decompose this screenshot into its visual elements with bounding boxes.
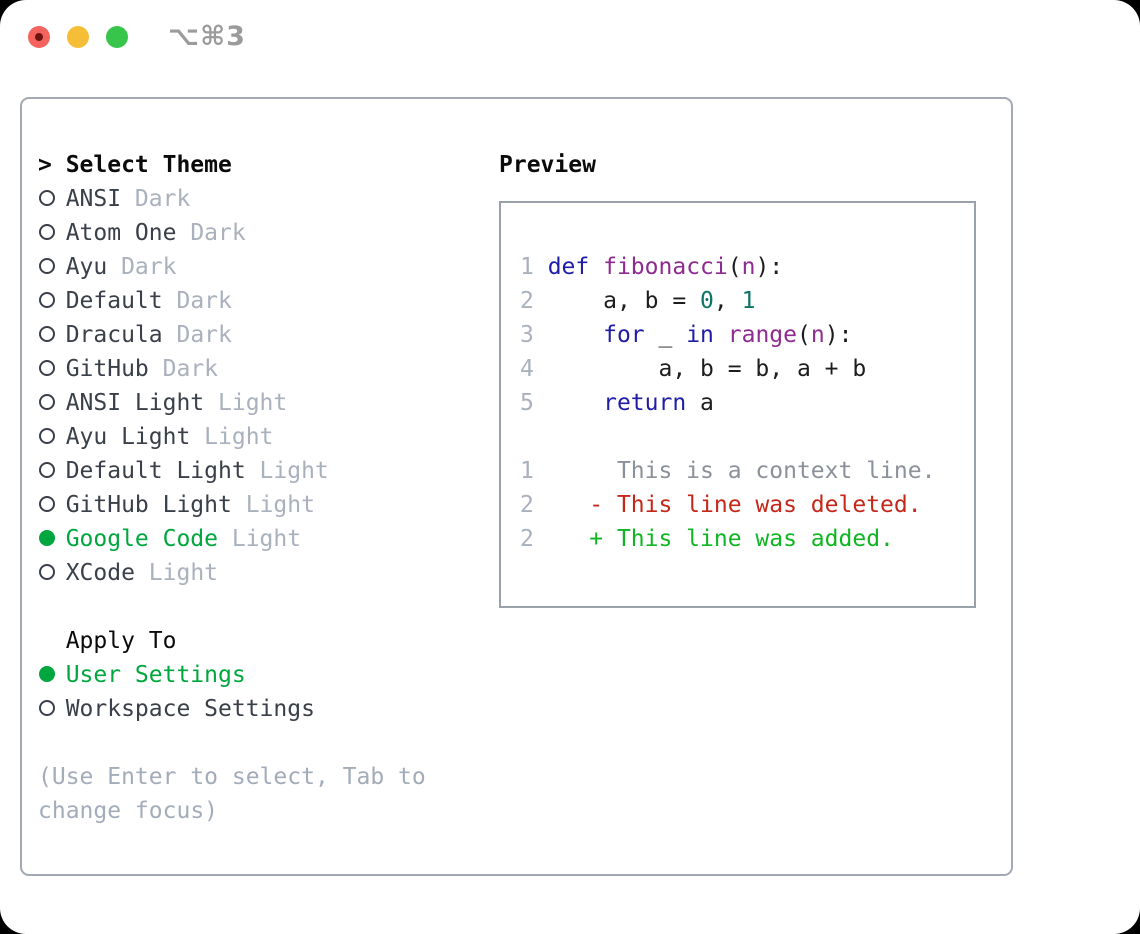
code-line: 3 for _ in range(n): [520,322,853,348]
radio-unselected-icon [38,492,66,518]
minimize-button[interactable] [67,26,89,48]
select-theme-header-row: > Select Theme [38,148,426,182]
radio-selected-icon [38,526,66,552]
radio-unselected-icon [38,186,66,212]
item-label: GitHub Light [65,492,232,518]
item-variant: Light [148,560,219,586]
item-label: User Settings [65,662,246,688]
item-label: Atom One [65,220,177,246]
cursor-icon: > [38,152,52,178]
traffic-lights [28,26,128,48]
item-label: XCode [65,560,135,586]
code-line: 2 - This line was deleted. [520,492,922,518]
apply-to-header-row: Apply To [38,624,426,658]
line-number: 2 [520,492,548,518]
item-variant: Dark [134,186,191,212]
help-text-line1: (Use Enter to select, Tab to [38,764,426,790]
line-number: 1 [520,254,548,280]
help-text-line2: change focus) [38,798,219,824]
item-label: Workspace Settings [65,696,315,722]
code-line: 2 + This line was added. [520,526,894,552]
line-number: 5 [520,390,548,416]
item-variant: Light [204,424,274,450]
theme-item-google-code[interactable]: Google Code Light [38,522,426,556]
item-variant: Light [231,526,302,552]
code-line: 5 return a [520,390,714,416]
item-variant: Dark [176,322,232,348]
item-label: Default [65,288,163,314]
theme-item-github[interactable]: GitHub Dark [38,352,426,386]
radio-selected-icon [38,662,66,688]
theme-item-ansi-light[interactable]: ANSI Light Light [38,386,426,420]
preview-box: 1 def fibonacci(n): 2 a, b = 0, 1 3 for _ … [499,201,976,608]
line-number: 3 [520,322,548,348]
theme-item-atom-one[interactable]: Atom One Dark [38,216,426,250]
item-variant: Light [245,492,315,518]
spacer [38,726,426,760]
select-theme-header: Select Theme [65,152,232,178]
theme-item-xcode[interactable]: XCode Light [38,556,426,590]
item-label: Ayu Light [65,424,191,450]
theme-item-default-light[interactable]: Default Light Light [38,454,426,488]
item-label: ANSI [65,186,122,212]
radio-unselected-icon [38,288,66,314]
radio-unselected-icon [38,424,66,450]
item-label: GitHub [65,356,149,382]
window-title: ⌥⌘3 [168,21,246,52]
code-line: 4 a, b = b, a + b [520,356,867,382]
item-variant: Dark [190,220,246,246]
line-number: 4 [520,356,548,382]
item-label: Ayu [65,254,108,280]
item-variant: Dark [121,254,177,280]
theme-item-default[interactable]: Default Dark [38,284,426,318]
apply-item-user-settings[interactable]: User Settings [38,658,426,692]
theme-item-ansi[interactable]: ANSI Dark [38,182,426,216]
line-number: 2 [520,526,548,552]
code-preview: 1 def fibonacci(n): 2 a, b = 0, 1 3 for _ … [520,250,974,556]
close-button[interactable] [28,26,50,48]
radio-unselected-icon [38,254,66,280]
spacer [38,590,426,624]
title-bar: ⌥⌘3 [0,0,1140,74]
theme-item-ayu[interactable]: Ayu Dark [38,250,426,284]
radio-unselected-icon [38,322,66,348]
item-variant: Dark [162,356,219,382]
code-line: 1 This is a context line. [520,458,936,484]
item-variant: Light [259,458,329,484]
code-line [520,420,974,454]
item-label: Dracula [65,322,163,348]
preview-header: Preview [499,152,596,178]
theme-item-dracula[interactable]: Dracula Dark [38,318,426,352]
theme-item-github-light[interactable]: GitHub Light Light [38,488,426,522]
radio-unselected-icon [38,696,66,722]
item-variant: Light [218,390,288,416]
radio-unselected-icon [38,220,66,246]
code-line: 2 a, b = 0, 1 [520,288,756,314]
radio-unselected-icon [38,560,66,586]
line-number: 2 [520,288,548,314]
theme-item-ayu-light[interactable]: Ayu Light Light [38,420,426,454]
radio-unselected-icon [38,458,66,484]
code-line: 1 def fibonacci(n): [520,254,784,280]
item-label: Google Code [65,526,219,552]
line-number: 1 [520,458,548,484]
radio-unselected-icon [38,356,66,382]
item-variant: Dark [176,288,232,314]
item-label: ANSI Light [65,390,205,416]
apply-to-header: Apply To [65,628,177,654]
apply-item-workspace-settings[interactable]: Workspace Settings [38,692,426,726]
radio-unselected-icon [38,390,66,416]
item-label: Default Light [65,458,246,484]
zoom-button[interactable] [106,26,128,48]
preview-column: Preview 1 def fibonacci(n): 2 a, b = 0, 1… [499,148,976,608]
